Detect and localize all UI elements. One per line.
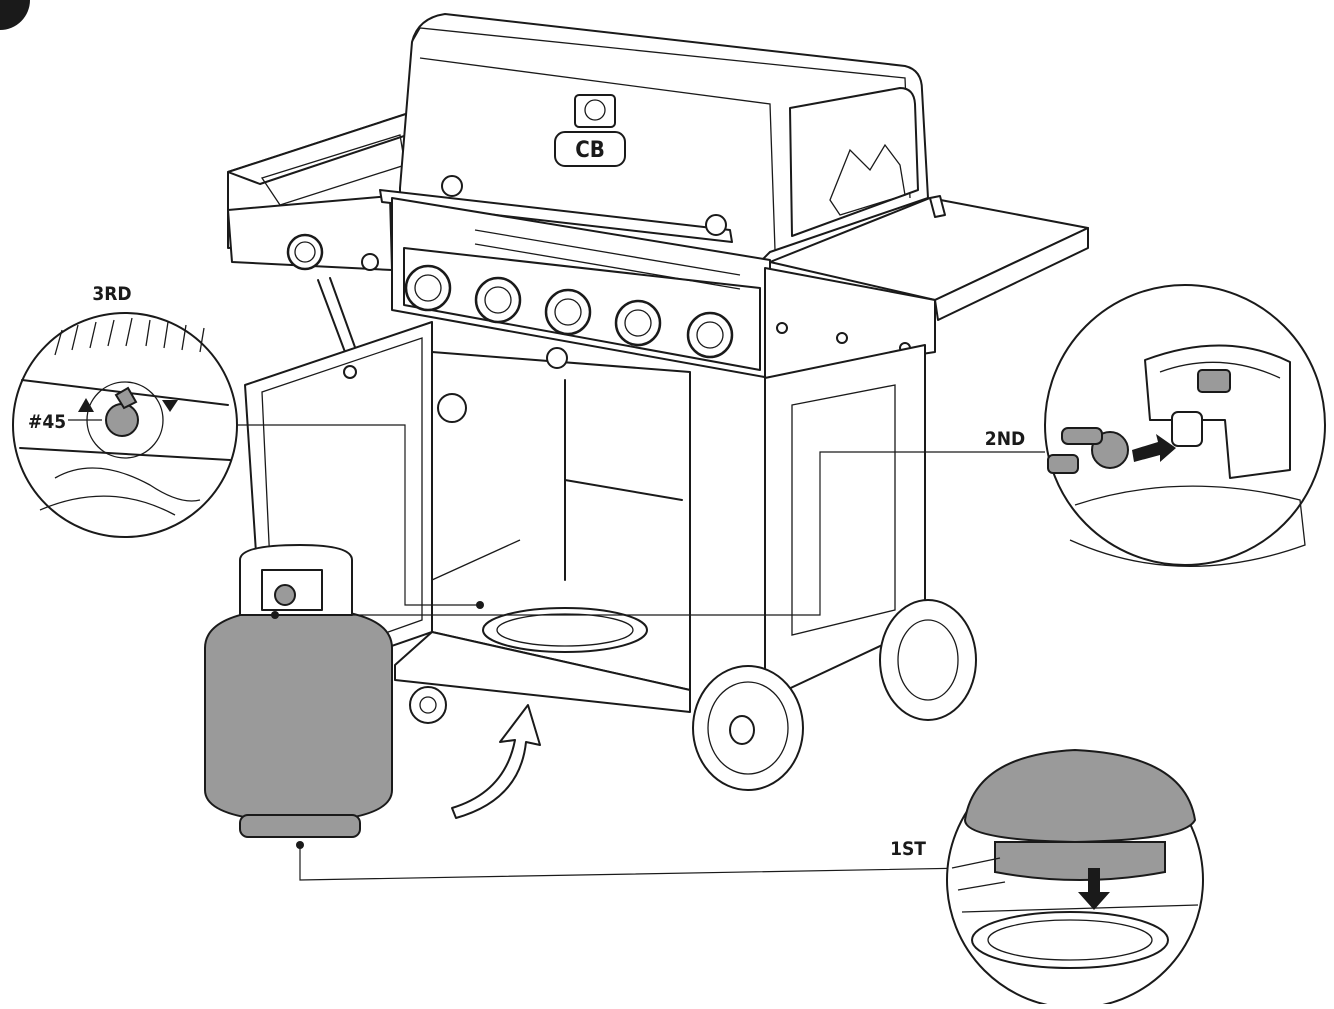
arrow-down-icon [1078,868,1110,910]
tank-ring [482,607,648,653]
hood-logo [554,131,626,167]
step-label-1st: 1ST [890,838,926,860]
front-wheel [692,665,804,791]
cabinet-frame [394,347,691,713]
burner-knob-3 [544,288,592,336]
front-caster [409,686,447,724]
burner-knob-2 [474,276,522,324]
vent-slots [474,229,741,290]
cabinet-right-panel [764,267,936,701]
callout-3rd [12,312,238,538]
step-label-3rd: 3RD [92,283,131,305]
side-burner-shelf [227,111,441,353]
part-number-label: #45 [28,411,66,433]
step-label-2nd: 2ND [985,428,1025,450]
side-burner-knob [286,233,324,271]
igniter-button [361,253,379,271]
rear-wheel [879,599,977,721]
step-badge [0,0,30,30]
hood-thermometer [574,94,616,128]
control-panel [391,197,771,379]
callout-2nd [1044,284,1326,567]
burner-knob-1 [404,264,452,312]
propane-tank [204,544,393,838]
arrow-down-icon [162,400,178,412]
arrow-up-icon [78,398,94,412]
rotate-arrow [451,704,541,819]
burner-knob-4 [614,299,662,347]
right-side-shelf [769,195,1089,321]
leader-lines [228,424,1045,881]
arrow-right-icon [1132,434,1176,462]
callout-1st [946,748,1204,1009]
hood-logo-text: CB [575,138,605,163]
grill-illustration: CB [227,13,1089,819]
burner-knob-5 [686,311,734,359]
grill-hood: CB [379,13,929,263]
